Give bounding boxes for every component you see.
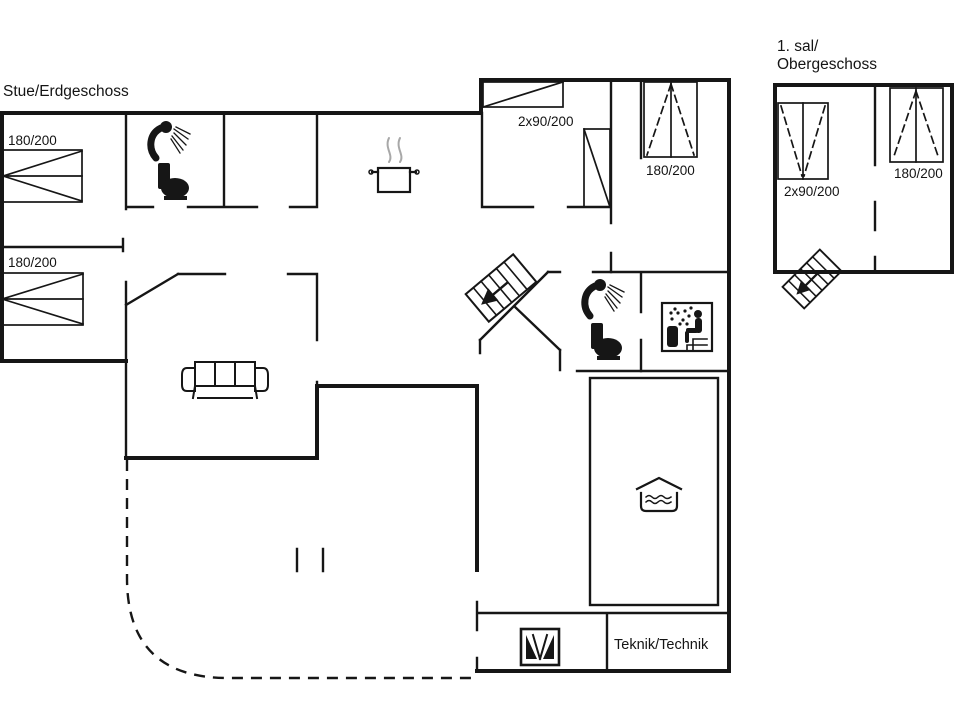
- ground-floor-outer-walls: [0, 78, 731, 673]
- upper-floor-walls: [773, 83, 954, 274]
- upper-floor-title-line1: 1. sal/: [777, 38, 819, 55]
- bed-single-vertical: [582, 127, 612, 209]
- whirlpool-icon: [519, 627, 561, 667]
- bed-upper-left: [777, 102, 829, 180]
- ground-floor-title: Stue/Erdgeschoss: [3, 83, 129, 100]
- pool-icon: [635, 476, 683, 513]
- bed-bedroom2: [0, 272, 85, 326]
- sofa-icon: [181, 361, 269, 400]
- bed-label-upper-left: 2x90/200: [784, 184, 840, 199]
- bed-label-main-double: 2x90/200: [518, 114, 574, 129]
- bed-main-right: [643, 81, 698, 158]
- technik-room-label: Teknik/Technik: [614, 637, 709, 653]
- stairs-icon: [464, 252, 538, 324]
- pool-outline: [588, 376, 720, 607]
- bed-label-main-right: 180/200: [646, 163, 695, 178]
- upper-floor-title-line2: Obergeschoss: [777, 56, 877, 73]
- shower-icon: [581, 279, 625, 320]
- cooking-pot-icon: [368, 137, 420, 194]
- bed-upper-right: [889, 87, 944, 163]
- ground-floor-interior-walls: [0, 78, 731, 673]
- shower-icon: [147, 121, 191, 162]
- sauna-icon: [660, 301, 714, 353]
- toilet-icon: [158, 163, 189, 200]
- bed-label-bedroom2: 180/200: [8, 255, 57, 270]
- toilet-icon: [591, 323, 622, 360]
- bed-label-bedroom1: 180/200: [8, 133, 57, 148]
- bed-label-upper-right: 180/200: [894, 166, 943, 181]
- bed-single-horizontal: [481, 80, 565, 109]
- stairs-icon: [781, 248, 843, 310]
- bed-bedroom1: [1, 149, 84, 203]
- terrace-dashed-boundary: [125, 460, 477, 680]
